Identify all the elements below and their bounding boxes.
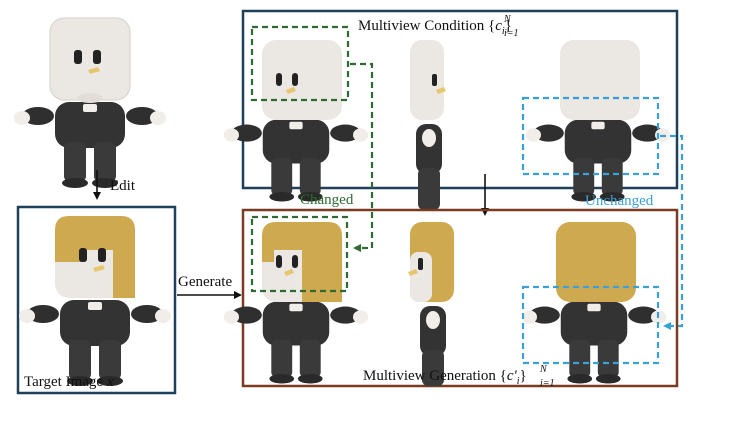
condition-unchanged-highlight bbox=[521, 96, 660, 176]
condition-changed-highlight bbox=[250, 25, 350, 102]
target-image-frame bbox=[16, 205, 177, 395]
generation-view-side bbox=[408, 222, 454, 386]
condition-set-sup: N bbox=[503, 14, 512, 25]
unchanged-label: Unchanged bbox=[585, 193, 654, 209]
condition-set-range: i=1 bbox=[504, 28, 519, 39]
target-character bbox=[19, 216, 171, 386]
generation-set-range: i=1 bbox=[540, 378, 555, 389]
unchanged-connector-arrow bbox=[660, 134, 684, 330]
condition-view-back bbox=[525, 40, 671, 202]
multiview-condition-label: Multiview Condition {ci} bbox=[358, 18, 512, 37]
edit-label: Edit bbox=[110, 178, 136, 194]
generation-set-sup: N bbox=[539, 364, 548, 375]
changed-label: Changed bbox=[300, 192, 354, 208]
generate-label: Generate bbox=[178, 274, 232, 290]
multiview-generation-label: Multiview Generation {c'i} bbox=[363, 368, 527, 387]
generation-unchanged-highlight bbox=[521, 285, 660, 365]
generation-view-back bbox=[521, 222, 667, 384]
condition-view-front bbox=[223, 40, 369, 202]
generation-changed-highlight bbox=[250, 215, 349, 293]
original-character bbox=[14, 17, 166, 188]
multiview-generation-frame bbox=[241, 208, 679, 388]
multiview-condition-frame bbox=[241, 9, 679, 190]
generation-view-front bbox=[223, 222, 369, 384]
target-image-label: Target Image x bbox=[24, 374, 114, 390]
condition-view-side bbox=[410, 40, 446, 210]
changed-connector-arrow bbox=[350, 62, 374, 252]
